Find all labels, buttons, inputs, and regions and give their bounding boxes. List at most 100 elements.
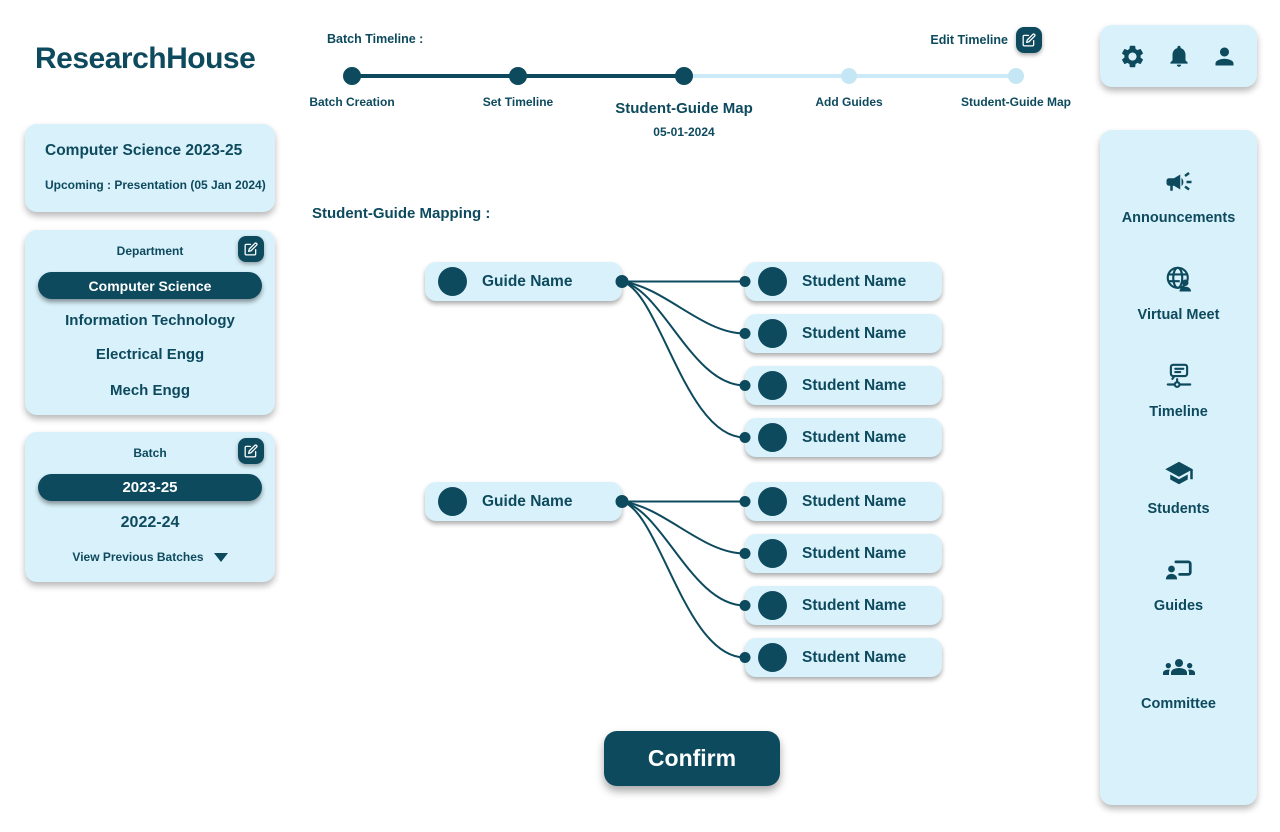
edit-batch-button[interactable]	[238, 438, 264, 464]
notifications-bell-icon	[1169, 45, 1188, 67]
guide-node[interactable]: Guide Name	[425, 262, 622, 301]
student-node[interactable]: Student Name	[745, 534, 942, 573]
nav-item-virtual-meet[interactable]: Virtual Meet	[1100, 245, 1257, 342]
people-group-icon	[1162, 659, 1195, 675]
nav-item-timeline[interactable]: Timeline	[1100, 342, 1257, 439]
timeline-milestone-icon	[1166, 363, 1191, 388]
connection-line	[621, 500, 746, 607]
batch-timeline-label: Batch Timeline :	[327, 32, 424, 46]
department-option[interactable]: Information Technology	[65, 312, 235, 329]
view-previous-batches-label: View Previous Batches	[72, 550, 204, 564]
nav-item-committee[interactable]: Committee	[1100, 633, 1257, 730]
student-node[interactable]: Student Name	[745, 482, 942, 521]
globe-person-icon	[1166, 266, 1191, 292]
student-name: Student Name	[802, 324, 907, 342]
batch-summary-card: Computer Science 2023-25 Upcoming : Pres…	[25, 124, 275, 212]
student-avatar	[758, 423, 787, 452]
timeline-step-label: Student-Guide Map	[961, 95, 1071, 109]
department-option[interactable]: Mech Engg	[109, 382, 190, 399]
profile-person-icon	[1215, 47, 1234, 65]
timeline-step-label: Set Timeline	[482, 95, 554, 109]
batch-option-selected[interactable]: 2023-25	[38, 474, 262, 501]
connection-line	[621, 500, 746, 659]
student-avatar	[758, 539, 787, 568]
student-node[interactable]: Student Name	[745, 262, 942, 301]
timeline-dot-student-guide-map-active	[675, 67, 693, 85]
summary-upcoming-event: Upcoming : Presentation (05 Jan 2024)	[45, 178, 266, 192]
caret-down-icon	[213, 552, 228, 562]
guide-avatar	[438, 487, 467, 516]
app-logo: ResearchHouse	[35, 42, 256, 75]
batch-card-title: Batch	[133, 446, 167, 460]
summary-title: Computer Science 2023-25	[45, 142, 243, 159]
edit-timeline-label: Edit Timeline	[930, 33, 1008, 47]
edit-square-icon	[1022, 33, 1036, 47]
student-avatar	[758, 643, 787, 672]
student-name: Student Name	[802, 428, 907, 446]
student-avatar	[758, 487, 787, 516]
edit-department-button[interactable]	[238, 236, 264, 262]
nav-label: Timeline	[1149, 404, 1208, 420]
timeline-step-label: Add Guides	[815, 95, 883, 109]
student-avatar	[758, 267, 787, 296]
timeline-step-label: Batch Creation	[309, 95, 395, 109]
graduation-cap-icon	[1164, 461, 1193, 485]
megaphone-icon	[1166, 172, 1191, 191]
nav-item-guides[interactable]: Guides	[1100, 536, 1257, 633]
student-name: Student Name	[802, 492, 907, 510]
nav-item-students[interactable]: Students	[1100, 439, 1257, 536]
nav-label: Students	[1147, 501, 1210, 517]
timeline-step-label-active: Student-Guide Map	[615, 100, 753, 117]
connection-line	[621, 280, 746, 439]
view-previous-batches[interactable]: View Previous Batches	[25, 550, 275, 564]
mapping-heading: Student-Guide Mapping :	[312, 205, 491, 222]
profile-button[interactable]	[1211, 43, 1238, 70]
notifications-button[interactable]	[1166, 43, 1192, 69]
topbar-actions-card	[1100, 25, 1257, 87]
edit-square-icon	[244, 444, 258, 458]
settings-button[interactable]	[1119, 43, 1146, 70]
student-node[interactable]: Student Name	[745, 366, 942, 405]
batch-card: Batch 2023-25 2022-24 View Previous Batc…	[25, 432, 275, 582]
right-nav-card: Announcements Virtual Meet	[1100, 130, 1257, 805]
settings-gear-icon	[1122, 45, 1144, 67]
student-name: Student Name	[802, 596, 907, 614]
timeline-dot-batch-creation	[343, 67, 361, 85]
timeline-dot-set-timeline	[509, 67, 527, 85]
student-node[interactable]: Student Name	[745, 418, 942, 457]
connection-line	[621, 280, 746, 335]
edit-timeline-button[interactable]	[1016, 27, 1042, 53]
edit-square-icon	[244, 242, 258, 256]
guide-name: Guide Name	[482, 492, 573, 510]
student-avatar	[758, 371, 787, 400]
nav-label: Virtual Meet	[1137, 307, 1220, 323]
nav-label: Committee	[1141, 696, 1216, 712]
timeline-dot-student-guide-map	[1008, 68, 1024, 84]
guide-node[interactable]: Guide Name	[425, 482, 622, 521]
student-name: Student Name	[802, 544, 907, 562]
nav-label: Guides	[1153, 598, 1204, 614]
batch-option[interactable]: 2022-24	[120, 514, 180, 531]
student-avatar	[758, 319, 787, 348]
timeline-dot-add-guides	[841, 68, 857, 84]
confirm-button[interactable]: Confirm	[604, 731, 780, 786]
nav-label: Announcements	[1121, 210, 1236, 226]
connection-line	[621, 280, 746, 387]
timeline-step-date: 05-01-2024	[653, 125, 715, 139]
student-node[interactable]: Student Name	[745, 586, 942, 625]
student-node[interactable]: Student Name	[745, 314, 942, 353]
student-node[interactable]: Student Name	[745, 638, 942, 677]
connection-line	[621, 500, 746, 555]
guide-name: Guide Name	[482, 272, 573, 290]
department-option-selected[interactable]: Computer Science	[38, 272, 262, 299]
presenter-board-icon	[1165, 560, 1192, 580]
student-name: Student Name	[802, 376, 907, 394]
student-name: Student Name	[802, 648, 907, 666]
nav-item-announcements[interactable]: Announcements	[1100, 148, 1257, 245]
department-option[interactable]: Electrical Engg	[95, 346, 205, 363]
student-name: Student Name	[802, 272, 907, 290]
department-card: Department Computer Science Information …	[25, 230, 275, 415]
student-avatar	[758, 591, 787, 620]
department-card-title: Department	[116, 244, 184, 258]
